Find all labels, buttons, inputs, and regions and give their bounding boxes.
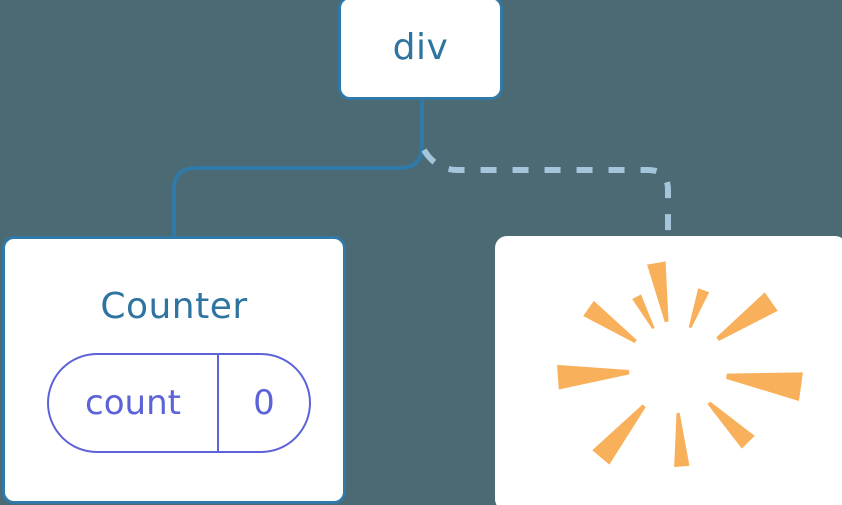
node-burst[interactable] — [495, 236, 842, 505]
burst-ray — [707, 401, 755, 449]
burst-ray — [592, 404, 646, 465]
edge-div-to-counter — [172, 98, 424, 242]
burst-ray — [647, 261, 669, 323]
record-key: count — [49, 355, 219, 451]
burst-ray — [688, 288, 710, 329]
node-counter-label: Counter — [100, 286, 248, 327]
burst-ray — [726, 372, 803, 402]
burst-icon — [557, 261, 803, 467]
node-div-label: div — [392, 27, 449, 68]
node-div[interactable]: div — [338, 0, 503, 100]
burst-ray — [557, 364, 630, 390]
burst-ray — [716, 292, 778, 342]
burst-ray — [583, 300, 637, 344]
edge-div-to-burst — [421, 148, 671, 240]
node-counter[interactable]: Counter count 0 — [2, 236, 346, 504]
state-record-count[interactable]: count 0 — [47, 353, 311, 453]
record-value: 0 — [253, 383, 275, 423]
burst-ray — [632, 294, 655, 329]
burst-ray — [674, 412, 690, 467]
